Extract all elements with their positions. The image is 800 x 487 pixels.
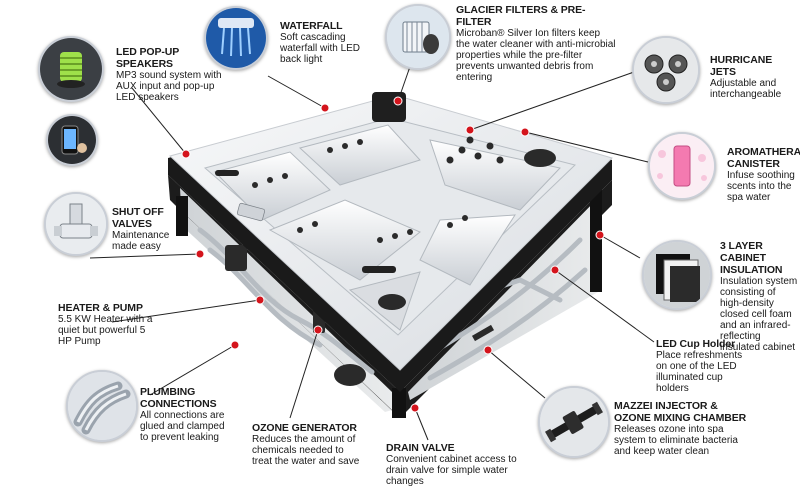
callout-insulation: 3 LAYER CABINET INSULATION Insulation sy… xyxy=(720,240,798,353)
spa-jets xyxy=(252,136,504,243)
callout-desc: Microban® Silver Ion filters keep the wa… xyxy=(456,28,616,83)
callout-title: WATERFALL xyxy=(280,20,343,32)
pipes-icon xyxy=(66,370,138,442)
callout-desc: Reduces the amount of chemicals needed t… xyxy=(252,434,360,467)
callout-mazzei-injector: MAZZEI INJECTOR & OZONE MIXING CHAMBER R… xyxy=(614,400,748,457)
callout-desc: Maintenance made easy xyxy=(112,230,170,252)
cabinet-right-panel xyxy=(408,196,600,400)
valve-icon xyxy=(44,192,108,256)
callout-title: HEATER & PUMP xyxy=(58,302,143,314)
callout-desc: Adjustable and interchangeable xyxy=(710,78,782,100)
aroma-canister-icon xyxy=(648,132,716,200)
callout-desc: Place refreshments on one of the LED ill… xyxy=(656,350,743,394)
callout-plumbing: PLUMBING CONNECTIONS All connections are… xyxy=(140,386,228,443)
callout-desc: Releases ozone into spa system to elimin… xyxy=(614,424,738,457)
callout-glacier-filters: GLACIER FILTERS & PRE-FILTER Microban® S… xyxy=(456,4,616,83)
mazzei-icon xyxy=(538,386,610,458)
callout-title: GLACIER FILTERS & PRE-FILTER xyxy=(456,4,586,28)
insulation-icon xyxy=(642,240,712,310)
callout-heater-pump: HEATER & PUMP 5.5 KW Heater with a quiet… xyxy=(58,302,154,347)
headrest-pillow xyxy=(372,92,406,122)
callout-title: OZONE GENERATOR xyxy=(252,422,357,434)
callout-desc: Convenient cabinet access to drain valve… xyxy=(386,454,517,487)
phone-icon xyxy=(46,114,98,166)
callout-ozone-generator: OZONE GENERATOR Reduces the amount of ch… xyxy=(252,422,360,467)
callout-drain-valve: DRAIN VALVE Convenient cabinet access to… xyxy=(386,442,536,487)
callout-title: 3 LAYER CABINET INSULATION xyxy=(720,240,783,276)
pump-motor xyxy=(334,364,366,386)
callout-title: AROMATHERAPY CANISTER xyxy=(727,146,800,170)
callout-shut-off-valves: SHUT OFF VALVES Maintenance made easy xyxy=(112,206,182,252)
cabinet-left-panel xyxy=(180,188,392,412)
callout-waterfall: WATERFALL Soft cascading waterfall with … xyxy=(280,20,372,65)
callout-title: SHUT OFF VALVES xyxy=(112,206,164,230)
callout-hurricane-jets: HURRICANE JETS Adjustable and interchang… xyxy=(710,54,796,100)
callout-cup-holder: LED Cup Holder Place refreshments on one… xyxy=(656,338,756,394)
filter-icon xyxy=(385,4,451,70)
callout-desc: Infuse soothing scents into the spa wate… xyxy=(727,170,795,203)
callout-title: PLUMBING CONNECTIONS xyxy=(140,386,217,410)
callout-led-speakers: LED POP-UP SPEAKERS MP3 sound system wit… xyxy=(116,46,226,103)
callout-title: MAZZEI INJECTOR & OZONE MIXING CHAMBER xyxy=(614,400,747,424)
heater-unit xyxy=(225,245,247,271)
feature-markers xyxy=(181,96,605,413)
callout-desc: All connections are glued and clamped to… xyxy=(140,410,225,443)
callout-desc: Soft cascading waterfall with LED back l… xyxy=(280,32,361,65)
speaker-icon xyxy=(38,36,104,102)
callout-title: DRAIN VALVE xyxy=(386,442,455,454)
callout-aromatherapy: AROMATHERAPY CANISTER Infuse soothing sc… xyxy=(727,146,800,203)
callout-desc: Insulation system consisting of high-den… xyxy=(720,276,798,353)
waterfall-icon xyxy=(204,6,268,70)
callout-desc: 5.5 KW Heater with a quiet but powerful … xyxy=(58,314,153,347)
callout-title: HURRICANE JETS xyxy=(710,54,773,78)
callout-title: LED Cup Holder xyxy=(656,338,736,350)
control-panel xyxy=(236,202,266,222)
callout-desc: MP3 sound system with AUX input and pop-… xyxy=(116,70,222,103)
jets-icon xyxy=(632,36,700,104)
callout-title: LED POP-UP SPEAKERS xyxy=(116,46,179,70)
